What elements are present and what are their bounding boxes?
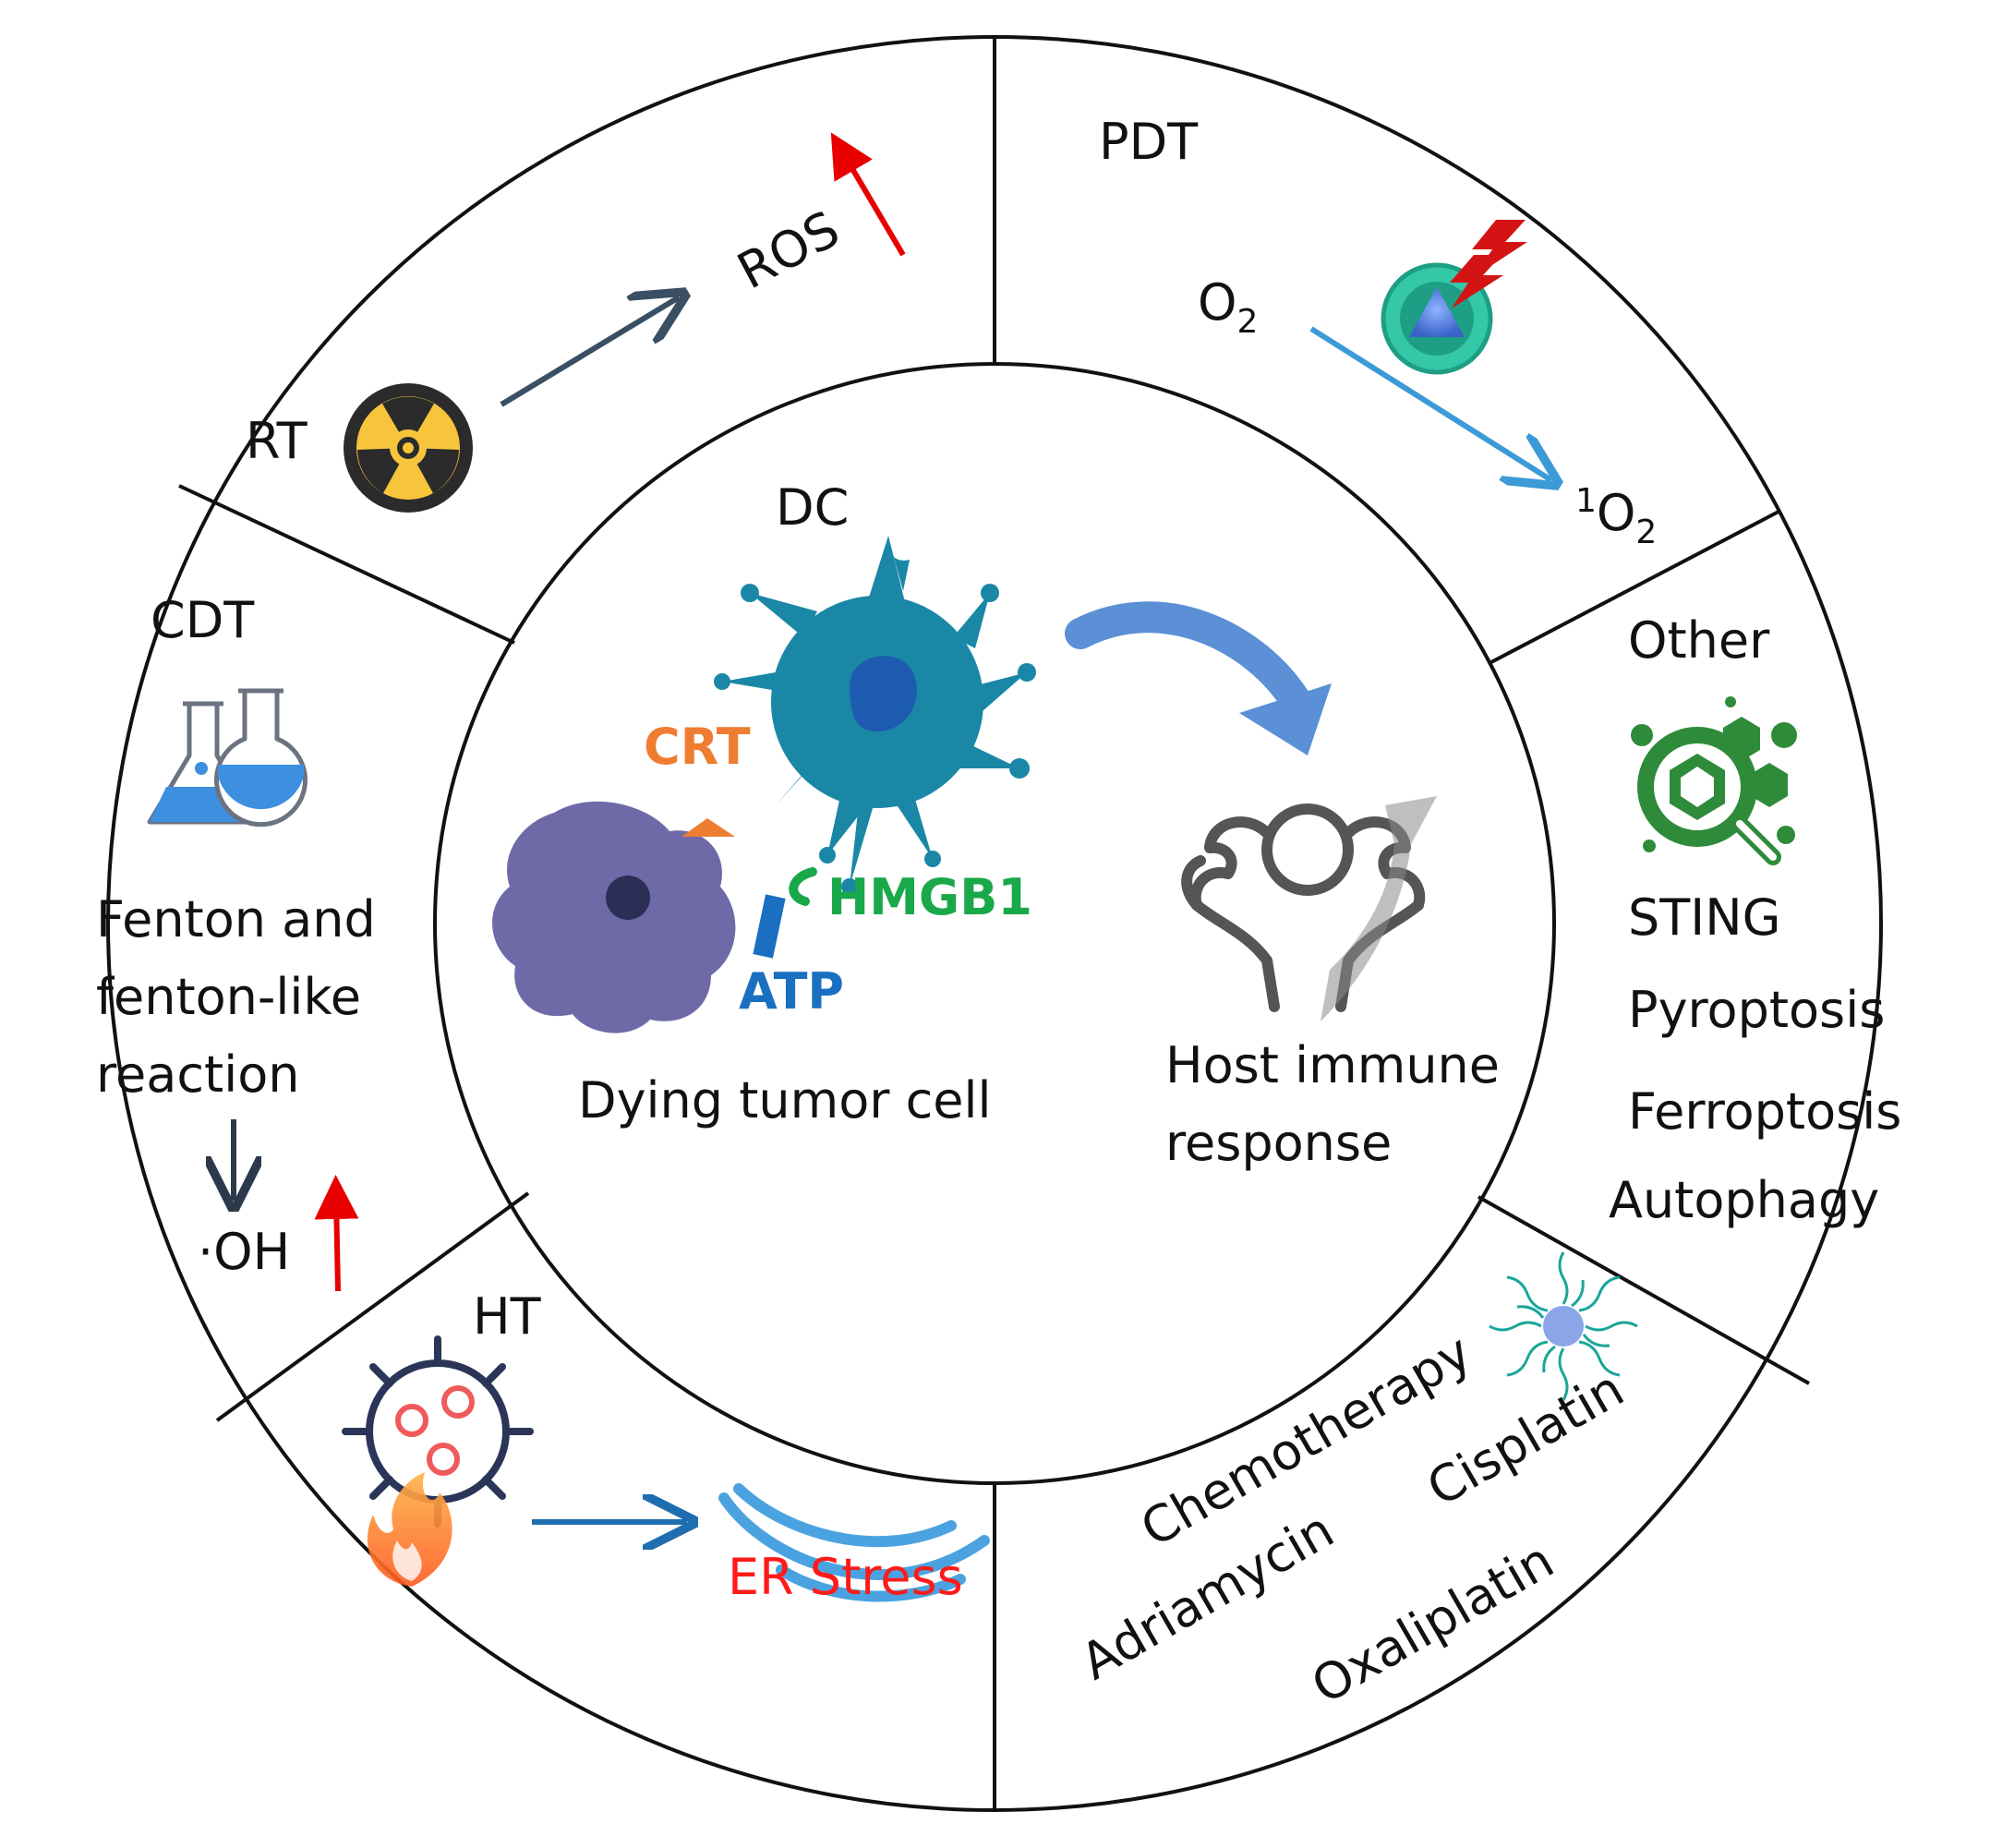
cdt-line3: reaction [96,1045,299,1104]
hmgb1-marker [789,867,817,906]
radiation-icon [344,383,473,513]
rt-label: RT [246,412,308,470]
rt-sector: RT ROS [246,132,906,513]
cdt-sector: CDT Fenton and fenton-like reaction ·OH [96,591,376,1292]
hmgb1-label: HMGB1 [827,868,1032,926]
tumor-cell-icon [492,801,736,1033]
upward-trend-arrow [1321,796,1437,1021]
center-panel: DC CRT [492,478,1500,1172]
flask-icon [147,688,308,827]
singlet-oxygen-main: O [1597,484,1636,542]
ht-label: HT [473,1287,542,1346]
chemo-sector: Chemotherapy Cisplatin Adriamycin Oxalip… [1071,1251,1638,1716]
cdt-label: CDT [151,591,255,649]
oh-up-arrow [314,1175,359,1292]
singlet-oxygen-sup: 1 [1575,482,1597,520]
nanoparticle-icon [1381,262,1493,375]
divider-other-chemo [1477,1195,1810,1385]
molecule-magnifier-icon [1631,696,1797,865]
other-sector: Other STING Pyroptosis Ferroptosis Autop… [1609,611,1901,1229]
atp-marker [753,894,786,959]
other-item-3: Ferroptosis [1628,1082,1901,1141]
ring-frame [106,35,1883,1812]
other-item-4: Autophagy [1609,1171,1879,1229]
cdt-line2: fenton-like [96,968,361,1026]
rt-to-ros-arrow [500,297,679,407]
divider-cdt-rt [178,484,515,645]
other-item-2: Pyroptosis [1628,981,1885,1039]
o2-reactant-sub: 2 [1237,303,1259,341]
response-line1: Host immune [1165,1036,1500,1094]
dying-tumor-cell-label: Dying tumor cell [578,1071,992,1129]
ros-up-arrow [830,132,906,257]
lightning-icon [1450,220,1527,308]
cdt-line1: Fenton and [96,890,376,948]
immune-response-arrow [1065,601,1332,755]
ht-sector: HT ER Stress [342,1287,990,1606]
o2-reactant-main: O [1198,273,1237,332]
other-label: Other [1628,611,1770,670]
oxaliplatin-label: Oxaliplatin [1302,1531,1563,1716]
flame-icon [367,1472,452,1587]
ros-label: ROS [729,199,850,300]
crt-marker [681,818,735,837]
pdt-sector: PDT O2 1O2 [1099,113,1657,551]
divider-ht-cdt [215,1191,530,1422]
singlet-oxygen-sub: 2 [1635,513,1657,551]
crt-label: CRT [644,718,751,776]
atp-label: ATP [739,962,844,1021]
hydroxyl-product: ·OH [198,1223,290,1281]
pdt-label: PDT [1099,113,1199,171]
singlet-oxygen-product: 1O2 [1575,482,1657,551]
o2-reactant: O2 [1198,273,1258,341]
other-item-1: STING [1628,888,1780,947]
response-line2: response [1165,1114,1392,1172]
dendritic-cell-icon [714,536,1036,895]
micelle-icon [1489,1251,1638,1401]
virus-icon [342,1335,534,1528]
pdt-arrow [1309,326,1551,480]
er-stress-label: ER Stress [728,1548,963,1606]
divider-pdt-other [1489,510,1779,665]
dc-label: DC [776,478,849,537]
er-membrane-icon [718,1483,990,1602]
